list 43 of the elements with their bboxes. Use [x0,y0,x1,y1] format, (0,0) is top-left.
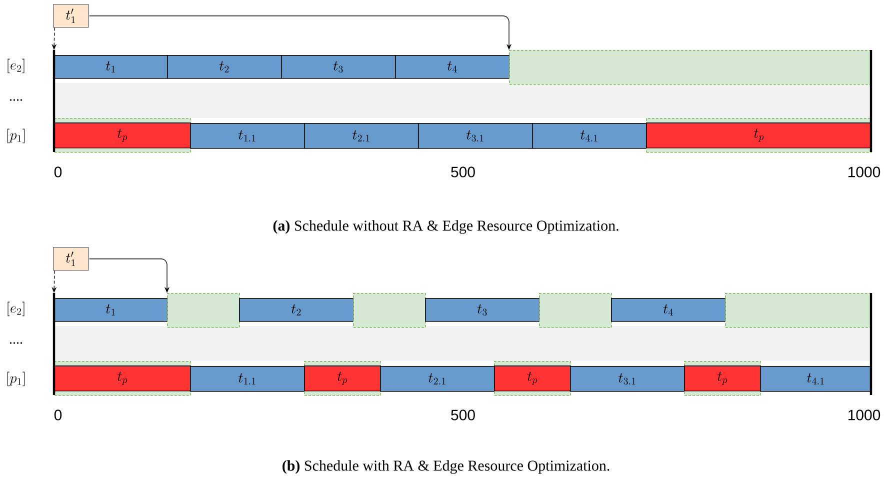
highlight-box [167,293,240,328]
task-bar: $t_{p}$ [684,366,761,392]
tick-label: 500 [451,410,475,420]
row-label: $[e_{2}]$ [8,58,24,74]
task-bar: $t_{1}$ [54,55,168,79]
tick-label: 0 [54,166,62,178]
tick-label: 500 [451,166,475,178]
task-box: $t'_{1}$ [53,4,89,28]
row-label: .... [10,99,22,101]
row-label: $[e_{2}]$ [8,302,24,316]
tick-label: 1000 [848,410,880,420]
task-bar: $t_{3.1}$ [418,123,533,149]
task-bar: $t_{4}$ [611,298,726,322]
task-bar: $t_{p}$ [54,122,191,148]
task-bar: $t_{p}$ [646,122,872,148]
tick-label: 0 [54,410,62,420]
row-label: .... [10,342,22,344]
task-bar: $t_{1}$ [54,298,168,322]
task-bar: $t_{p}$ [54,366,191,392]
task-bar: $t_{1.1}$ [190,123,305,149]
task-bar: $t_{3}$ [281,55,396,79]
caption: (b) Schedule with RA & Edge Resource Optimization. [282,460,610,474]
tick-label: 1000 [848,166,880,178]
row-label: $[p_{1}]$ [7,372,25,386]
task-bar: $t_{1.1}$ [190,366,305,392]
highlight-box [539,293,612,328]
task-bar: $t_{3}$ [425,298,540,322]
task-bar: $t_{2.1}$ [304,123,419,149]
task-bar: $t_{4}$ [395,55,510,79]
task-box: $t'_{1}$ [53,247,89,271]
task-bar: $t_{4.1}$ [532,123,647,149]
row-label: $[p_{1}]$ [7,128,25,144]
task-bar: $t_{4.1}$ [760,366,872,392]
task-bar: $t_{2}$ [167,55,282,79]
task-bar: $t_{2}$ [239,298,354,322]
caption: (a) Schedule without RA & Edge Resource Optimization. [273,220,618,234]
highlight-box [509,50,872,85]
highlight-box [725,293,872,328]
task-bar: $t_{3.1}$ [570,366,685,392]
task-bar: $t_{p}$ [304,366,381,392]
task-bar: $t_{2.1}$ [380,366,495,392]
task-bar: $t_{p}$ [494,366,571,392]
highlight-box [353,293,426,328]
